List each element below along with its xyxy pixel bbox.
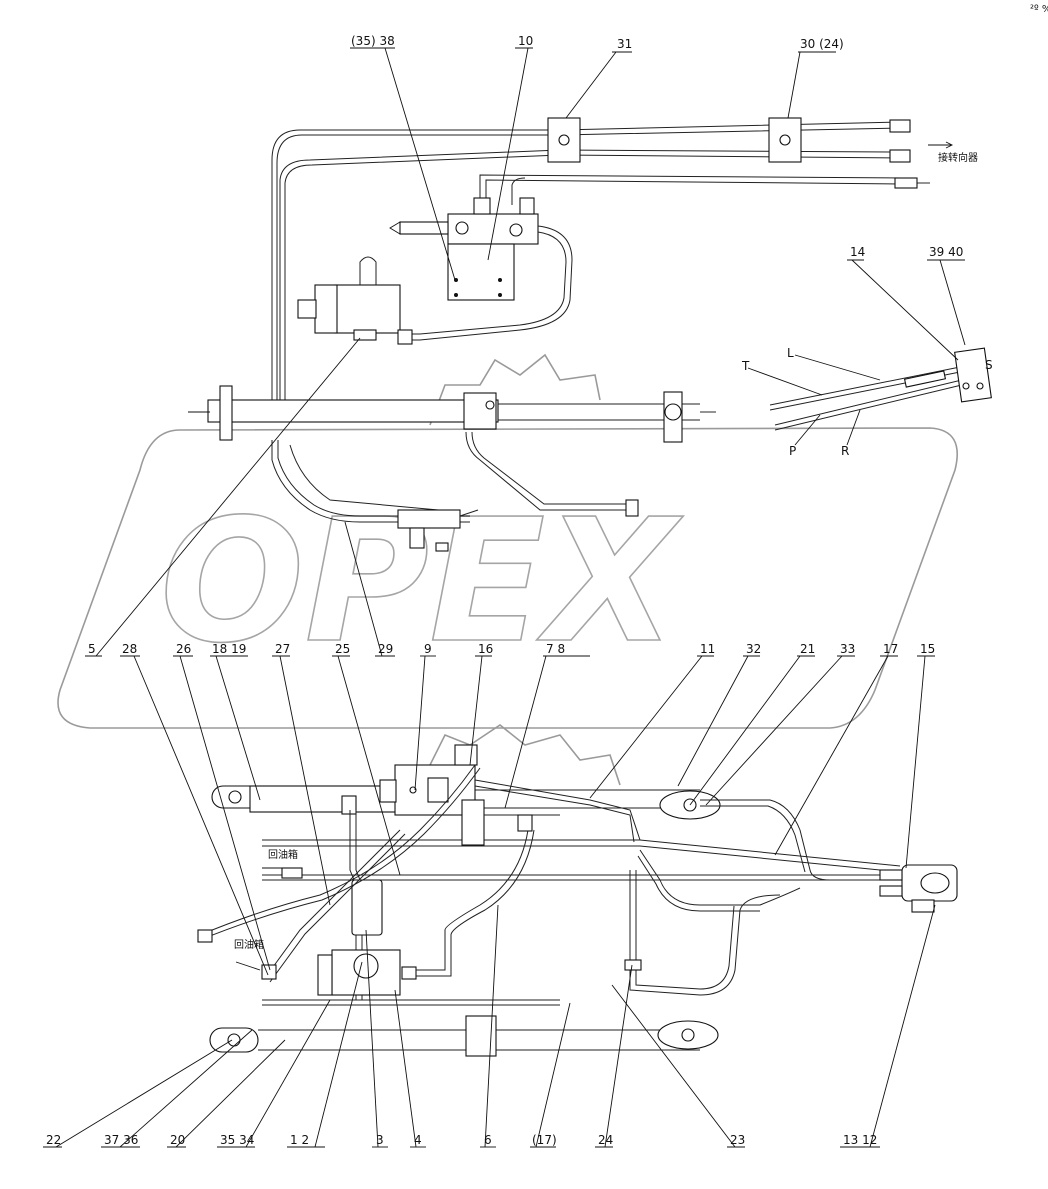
callout-20: 20	[170, 1133, 185, 1147]
callout-25: 25	[335, 642, 350, 656]
callout-14: 14	[850, 245, 865, 259]
corner-mark: ²º ‰	[1030, 4, 1048, 15]
control-valve	[341, 744, 641, 1000]
port-label-T: T	[741, 359, 750, 373]
steering-cylinder	[188, 385, 716, 552]
upper-pipe-bundle	[271, 117, 930, 420]
callout-16: 16	[478, 642, 493, 656]
callout-5: 5	[88, 642, 96, 656]
priority-valve	[389, 197, 573, 341]
callout-31: 31	[617, 37, 632, 51]
middle-callouts: 5 28 26 18 19 27 25 29 9 16 7 8 11	[85, 337, 935, 976]
pipe-clamp-31	[547, 117, 581, 163]
top-callouts: (35) 38 10 31 30 (24) 14 39 40	[350, 34, 966, 361]
callout-21: 21	[800, 642, 815, 656]
callout-17: 17	[883, 642, 898, 656]
callout-30-24: 30 (24)	[800, 37, 844, 51]
callout-9: 9	[424, 642, 432, 656]
callout-11: 11	[700, 642, 715, 656]
callout-37-36: 37 36	[104, 1133, 138, 1147]
callout-13-12: 13 12	[843, 1133, 877, 1147]
bottom-callouts: 22 37 36 20 35 34 1 2 3 4 6 (17) 24 23	[43, 904, 936, 1148]
callout-10: 10	[518, 34, 533, 48]
callout-17-paren: (17)	[532, 1133, 557, 1147]
callout-7-8: 7 8	[546, 642, 565, 656]
callout-22: 22	[46, 1133, 61, 1147]
callout-6: 6	[484, 1133, 492, 1147]
return-tank-note-lower: 回油箱	[234, 938, 264, 951]
callout-3: 3	[376, 1133, 384, 1147]
callout-4: 4	[414, 1133, 422, 1147]
callout-1-2: 1 2	[290, 1133, 309, 1147]
steering-pump	[297, 256, 413, 345]
port-label-L: L	[787, 346, 794, 360]
steering-unit	[769, 347, 992, 431]
to-steering-note: 接转向器	[938, 151, 978, 164]
port-label-R: R	[841, 444, 849, 458]
callout-26: 26	[176, 642, 191, 656]
callout-29: 29	[378, 642, 393, 656]
callout-27: 27	[275, 642, 290, 656]
callout-23: 23	[730, 1133, 745, 1147]
callout-15: 15	[920, 642, 935, 656]
callout-39-40: 39 40	[929, 245, 963, 259]
callout-28: 28	[122, 642, 137, 656]
callout-35-34: 35 34	[220, 1133, 254, 1147]
callout-18-19: 18 19	[212, 642, 246, 656]
port-label-S: S	[985, 358, 993, 372]
lower-frame	[209, 785, 958, 1057]
callout-32: 32	[746, 642, 761, 656]
main-pump	[317, 814, 535, 996]
callout-35-38: (35) 38	[351, 34, 395, 48]
callout-33: 33	[840, 642, 855, 656]
port-label-P: P	[789, 444, 796, 458]
return-tank-note-upper: 回油箱	[268, 848, 298, 861]
